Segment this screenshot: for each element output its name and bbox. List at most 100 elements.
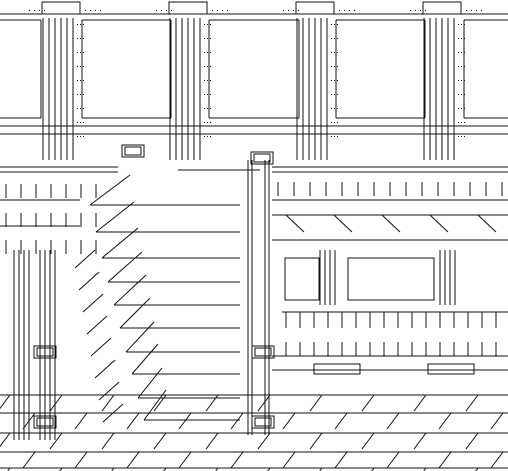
art-line bbox=[490, 451, 504, 469]
art-dot bbox=[331, 80, 332, 81]
art-dot bbox=[210, 66, 211, 67]
art-line bbox=[178, 451, 192, 469]
art-dot bbox=[425, 10, 426, 11]
art-dot bbox=[476, 10, 477, 11]
art-dot bbox=[334, 52, 335, 53]
art-line bbox=[334, 412, 348, 430]
art-dot bbox=[464, 52, 465, 53]
art-line bbox=[94, 359, 116, 379]
art-dot bbox=[77, 38, 78, 39]
art-line bbox=[74, 451, 88, 469]
art-dot bbox=[420, 10, 421, 11]
art-box bbox=[284, 257, 320, 301]
art-dot bbox=[458, 108, 459, 109]
art-dot bbox=[481, 10, 482, 11]
art-dot bbox=[212, 10, 213, 11]
art-line bbox=[49, 394, 63, 412]
art-dot bbox=[83, 122, 84, 123]
art-dot bbox=[204, 38, 205, 39]
art-dot bbox=[458, 66, 459, 67]
art-dot bbox=[458, 38, 459, 39]
art-dot bbox=[298, 10, 299, 11]
art-dot bbox=[85, 10, 86, 11]
art-dot bbox=[204, 24, 205, 25]
lower-right-perspective bbox=[272, 182, 508, 375]
art-line bbox=[137, 367, 163, 399]
art-dot bbox=[80, 136, 81, 137]
art-dot bbox=[331, 94, 332, 95]
art-dot bbox=[210, 122, 211, 123]
art-line bbox=[386, 412, 400, 430]
art-line bbox=[438, 412, 452, 430]
art-dot bbox=[464, 80, 465, 81]
art-dot bbox=[207, 24, 208, 25]
art-line bbox=[78, 271, 100, 291]
art-line bbox=[205, 394, 219, 412]
lower-left-perspective bbox=[0, 174, 240, 440]
art-box bbox=[168, 1, 208, 15]
art-dot bbox=[80, 24, 81, 25]
art-dot bbox=[410, 10, 411, 11]
art-line bbox=[334, 451, 348, 469]
art-dot bbox=[210, 136, 211, 137]
art-box bbox=[36, 417, 54, 427]
art-dot bbox=[331, 122, 332, 123]
art-dot bbox=[331, 66, 332, 67]
art-dot bbox=[288, 10, 289, 11]
art-dot bbox=[77, 80, 78, 81]
art-line bbox=[257, 394, 271, 412]
art-line bbox=[438, 451, 452, 469]
art-dot bbox=[204, 52, 205, 53]
art-dot bbox=[207, 122, 208, 123]
art-line bbox=[361, 394, 375, 412]
art-line bbox=[257, 432, 271, 450]
art-line bbox=[381, 214, 401, 233]
art-dot bbox=[293, 10, 294, 11]
art-dot bbox=[166, 10, 167, 11]
art-dot bbox=[337, 94, 338, 95]
art-dot bbox=[156, 10, 157, 11]
art-line bbox=[361, 432, 375, 450]
art-dot bbox=[464, 24, 465, 25]
art-dot bbox=[83, 108, 84, 109]
art-line bbox=[465, 432, 479, 450]
art-dot bbox=[334, 38, 335, 39]
art-box bbox=[422, 1, 462, 15]
art-dot bbox=[331, 38, 332, 39]
art-dot bbox=[337, 122, 338, 123]
art-dot bbox=[207, 136, 208, 137]
art-line bbox=[101, 227, 139, 259]
art-dot bbox=[80, 80, 81, 81]
art-dot bbox=[207, 38, 208, 39]
art-dot bbox=[210, 94, 211, 95]
art-line bbox=[101, 432, 115, 450]
art-line bbox=[333, 214, 353, 233]
art-dot bbox=[80, 122, 81, 123]
art-dot bbox=[207, 52, 208, 53]
art-line bbox=[490, 412, 504, 430]
art-dot bbox=[207, 80, 208, 81]
art-line bbox=[82, 293, 104, 313]
art-dot bbox=[77, 108, 78, 109]
art-dot bbox=[464, 136, 465, 137]
art-dot bbox=[415, 10, 416, 11]
art-dot bbox=[471, 10, 472, 11]
art-line bbox=[22, 412, 36, 430]
art-dot bbox=[461, 94, 462, 95]
art-dot bbox=[77, 122, 78, 123]
art-dot bbox=[83, 38, 84, 39]
art-line bbox=[98, 381, 120, 401]
art-line bbox=[285, 214, 305, 233]
art-dot bbox=[466, 10, 467, 11]
art-dot bbox=[80, 38, 81, 39]
art-line bbox=[230, 451, 244, 469]
art-dot bbox=[83, 80, 84, 81]
art-dot bbox=[458, 24, 459, 25]
art-dot bbox=[210, 38, 211, 39]
art-dot bbox=[331, 136, 332, 137]
upper-grid bbox=[0, 1, 508, 165]
art-line bbox=[49, 432, 63, 450]
art-dot bbox=[337, 66, 338, 67]
art-box bbox=[295, 1, 335, 15]
